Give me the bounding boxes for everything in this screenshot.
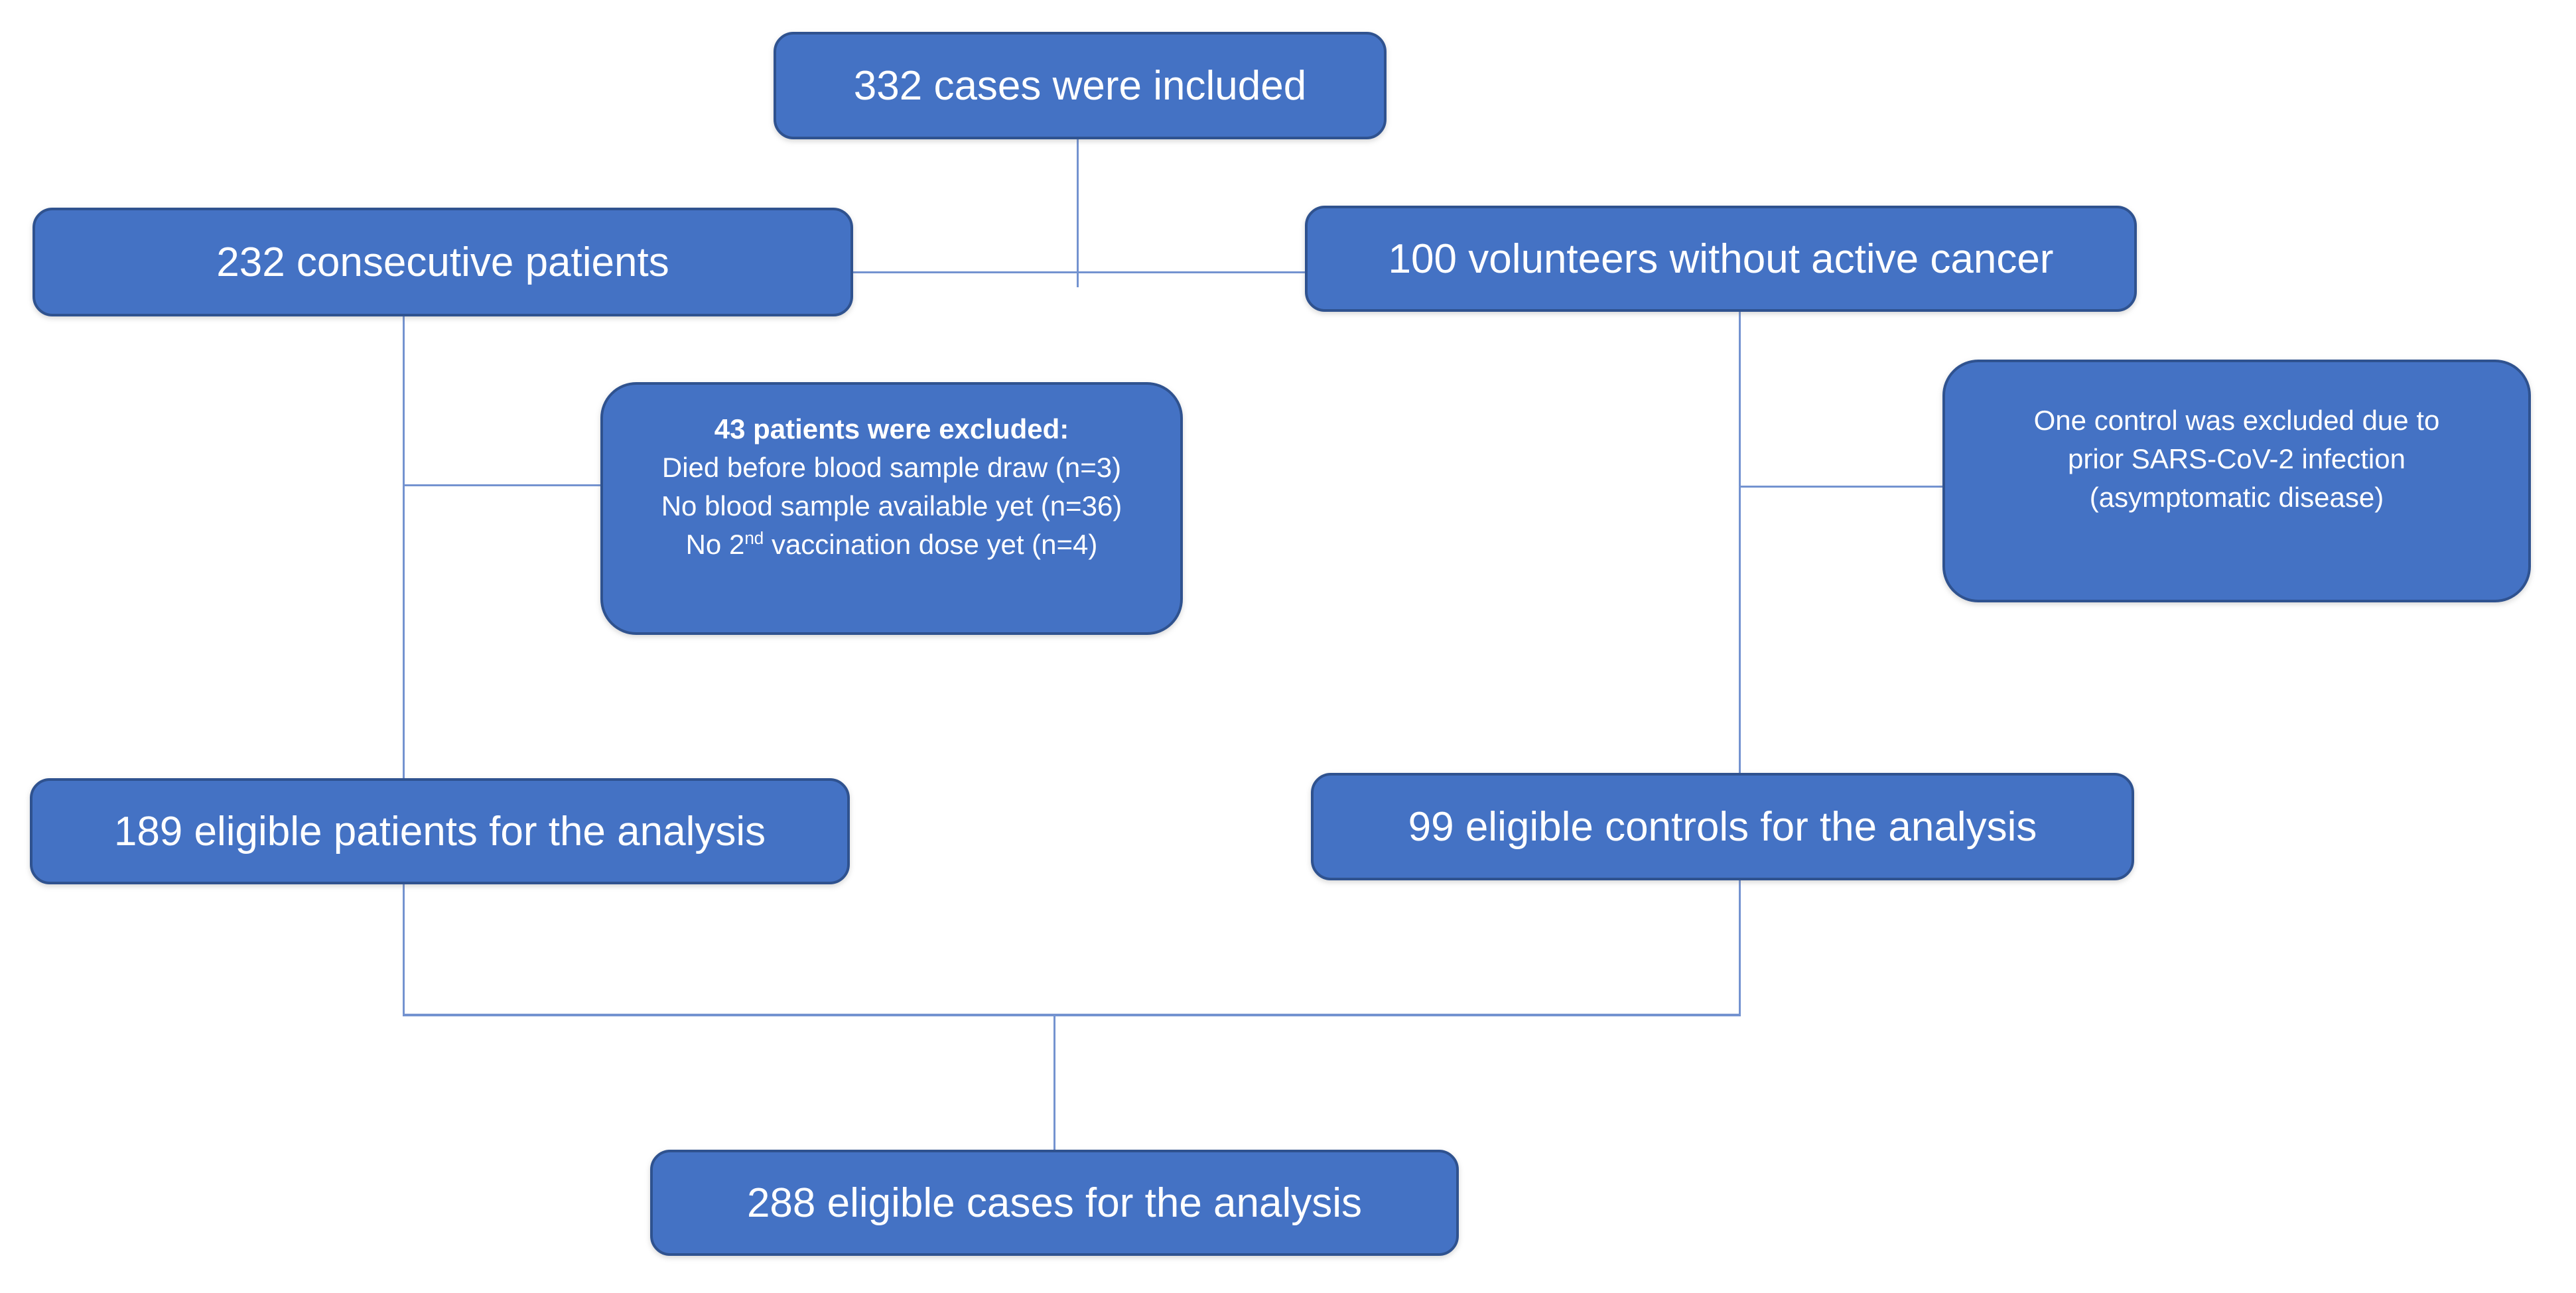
connector-included-down bbox=[1077, 139, 1079, 287]
patients-excluded-reason-3: No 2nd vaccination dose yet (n=4) bbox=[686, 525, 1098, 564]
patients-excluded-reason-3-sup: nd bbox=[744, 527, 764, 548]
box-332-cases-included: 332 cases were included bbox=[774, 32, 1387, 139]
box-232-consecutive-patients-label: 232 consecutive patients bbox=[216, 239, 669, 285]
box-189-eligible-patients: 189 eligible patients for the analysis bbox=[30, 778, 850, 884]
box-43-patients-excluded: 43 patients were excluded: Died before b… bbox=[600, 382, 1183, 635]
patients-excluded-reason-3-post: vaccination dose yet (n=4) bbox=[764, 528, 1098, 560]
box-one-control-excluded: One control was excluded due to prior SA… bbox=[1942, 360, 2531, 602]
box-288-eligible-cases: 288 eligible cases for the analysis bbox=[650, 1150, 1459, 1256]
connector-merge-horizontal bbox=[403, 1014, 1741, 1016]
box-288-eligible-cases-label: 288 eligible cases for the analysis bbox=[746, 1180, 1363, 1226]
patients-excluded-title: 43 patients were excluded: bbox=[714, 413, 1069, 444]
box-189-eligible-patients-label: 189 eligible patients for the analysis bbox=[113, 808, 766, 854]
box-332-cases-included-label: 332 cases were included bbox=[853, 62, 1307, 109]
connector-merge-down bbox=[1053, 1016, 1055, 1150]
box-99-eligible-controls: 99 eligible controls for the analysis bbox=[1311, 773, 2134, 880]
control-excluded-line-2: prior SARS-CoV-2 infection bbox=[2068, 443, 2406, 474]
control-excluded-line-3: (asymptomatic disease) bbox=[2089, 482, 2384, 513]
control-excluded-line-1: One control was excluded due to bbox=[2033, 405, 2440, 436]
connector-eligible-controls-down bbox=[1739, 880, 1741, 1016]
box-100-volunteers-label: 100 volunteers without active cancer bbox=[1388, 236, 2054, 282]
connector-volunteers-down bbox=[1739, 312, 1741, 773]
patients-excluded-reason-3-pre: No 2 bbox=[685, 528, 745, 560]
patients-excluded-reason-2: No blood sample available yet (n=36) bbox=[661, 490, 1122, 521]
connector-patients-down bbox=[403, 316, 405, 778]
patients-excluded-reason-1: Died before blood sample draw (n=3) bbox=[661, 451, 1122, 483]
connector-patients-exclusion-branch bbox=[405, 484, 600, 486]
box-100-volunteers: 100 volunteers without active cancer bbox=[1305, 206, 2137, 312]
connector-patients-volunteers-horizontal bbox=[853, 271, 1305, 273]
connector-eligible-patients-down bbox=[403, 884, 405, 1016]
connector-controls-exclusion-branch bbox=[1741, 486, 1942, 488]
box-232-consecutive-patients: 232 consecutive patients bbox=[33, 208, 853, 316]
box-99-eligible-controls-label: 99 eligible controls for the analysis bbox=[1408, 803, 2037, 850]
